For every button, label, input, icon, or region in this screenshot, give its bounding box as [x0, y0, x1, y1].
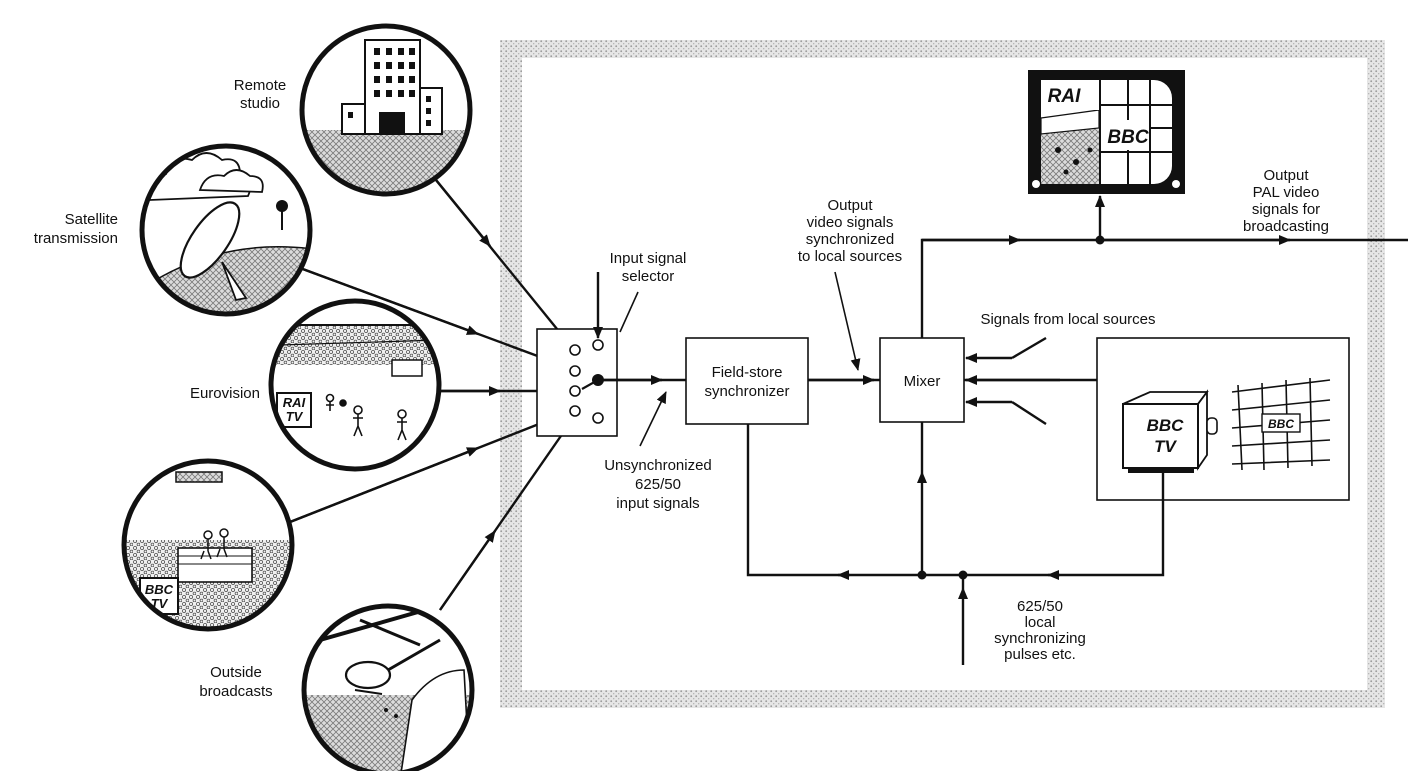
monitor-label-right: BBC	[1107, 127, 1148, 148]
remote-studio-label-1: Remote	[234, 77, 287, 94]
outside-tv-label-2: TV	[151, 596, 169, 611]
satellite-label-2: transmission	[34, 230, 118, 247]
satellite-dish-icon	[139, 143, 313, 317]
outside-broadcast-boxing-icon: BBC TV	[121, 458, 295, 632]
mixer-label: Mixer	[904, 373, 941, 390]
camera-label-1: BBC	[1147, 416, 1185, 435]
synchronizer-label-2: synchronizer	[704, 383, 789, 400]
selector-label-1: Input signal	[610, 250, 687, 267]
eurovision-football-icon: RAI TV	[268, 298, 442, 472]
pal-output-label-3: signals for	[1252, 201, 1320, 218]
pal-output-label-2: PAL video	[1253, 184, 1320, 201]
eurovision-tv-label-2: TV	[286, 409, 304, 424]
pal-output-label-1: Output	[1263, 167, 1309, 184]
mixer-box	[879, 337, 965, 423]
sync-pulses-label-1: 625/50	[1017, 598, 1063, 615]
sync-pulse-bus	[746, 424, 1165, 577]
unsync-label-3: input signals	[616, 495, 699, 512]
sync-output-label-4: to local sources	[798, 248, 902, 265]
output-monitor-icon	[1028, 70, 1185, 194]
sync-output-label-3: synchronized	[806, 231, 894, 248]
sync-pulses-label-3: synchronizing	[994, 630, 1086, 647]
outside-broadcasts-label-2: broadcasts	[199, 683, 272, 700]
field-store-synchronizer-box	[685, 337, 809, 425]
sync-pulses-label-2: local	[1025, 614, 1056, 631]
unsync-label-2: 625/50	[635, 476, 681, 493]
selector-label-2: selector	[622, 268, 675, 285]
synchronizer-label-1: Field-store	[712, 364, 783, 381]
eurovision-tv-label-1: RAI	[283, 395, 306, 410]
studio-camera-icon	[1122, 389, 1218, 473]
remote-studio-label-2: studio	[240, 95, 280, 112]
unsync-label-1: Unsynchronized	[604, 457, 712, 474]
eurovision-label: Eurovision	[190, 385, 260, 402]
sync-output-label-2: video signals	[807, 214, 894, 231]
unsync-label-pointer	[639, 391, 667, 447]
remote-studio-icon	[299, 23, 473, 197]
satellite-label-1: Satellite	[65, 211, 118, 228]
outside-broadcasts-label-1: Outside	[210, 664, 262, 681]
monitor-label-left: RAI	[1048, 86, 1081, 107]
outside-tv-label-1: BBC	[145, 582, 174, 597]
helicopter-icon	[301, 603, 475, 771]
studio-grid-backdrop	[1231, 377, 1331, 471]
camera-label-2: TV	[1154, 437, 1177, 456]
pal-output-label-4: broadcasting	[1243, 218, 1329, 235]
input-signal-selector	[536, 272, 618, 437]
sync-output-label-1: Output	[827, 197, 873, 214]
local-sources-label: Signals from local sources	[980, 311, 1155, 328]
selector-label-pointer	[619, 291, 639, 333]
grid-label: BBC	[1268, 417, 1294, 431]
sync-pulses-label-4: pulses etc.	[1004, 646, 1076, 663]
sync-output-label-pointer	[834, 271, 861, 371]
